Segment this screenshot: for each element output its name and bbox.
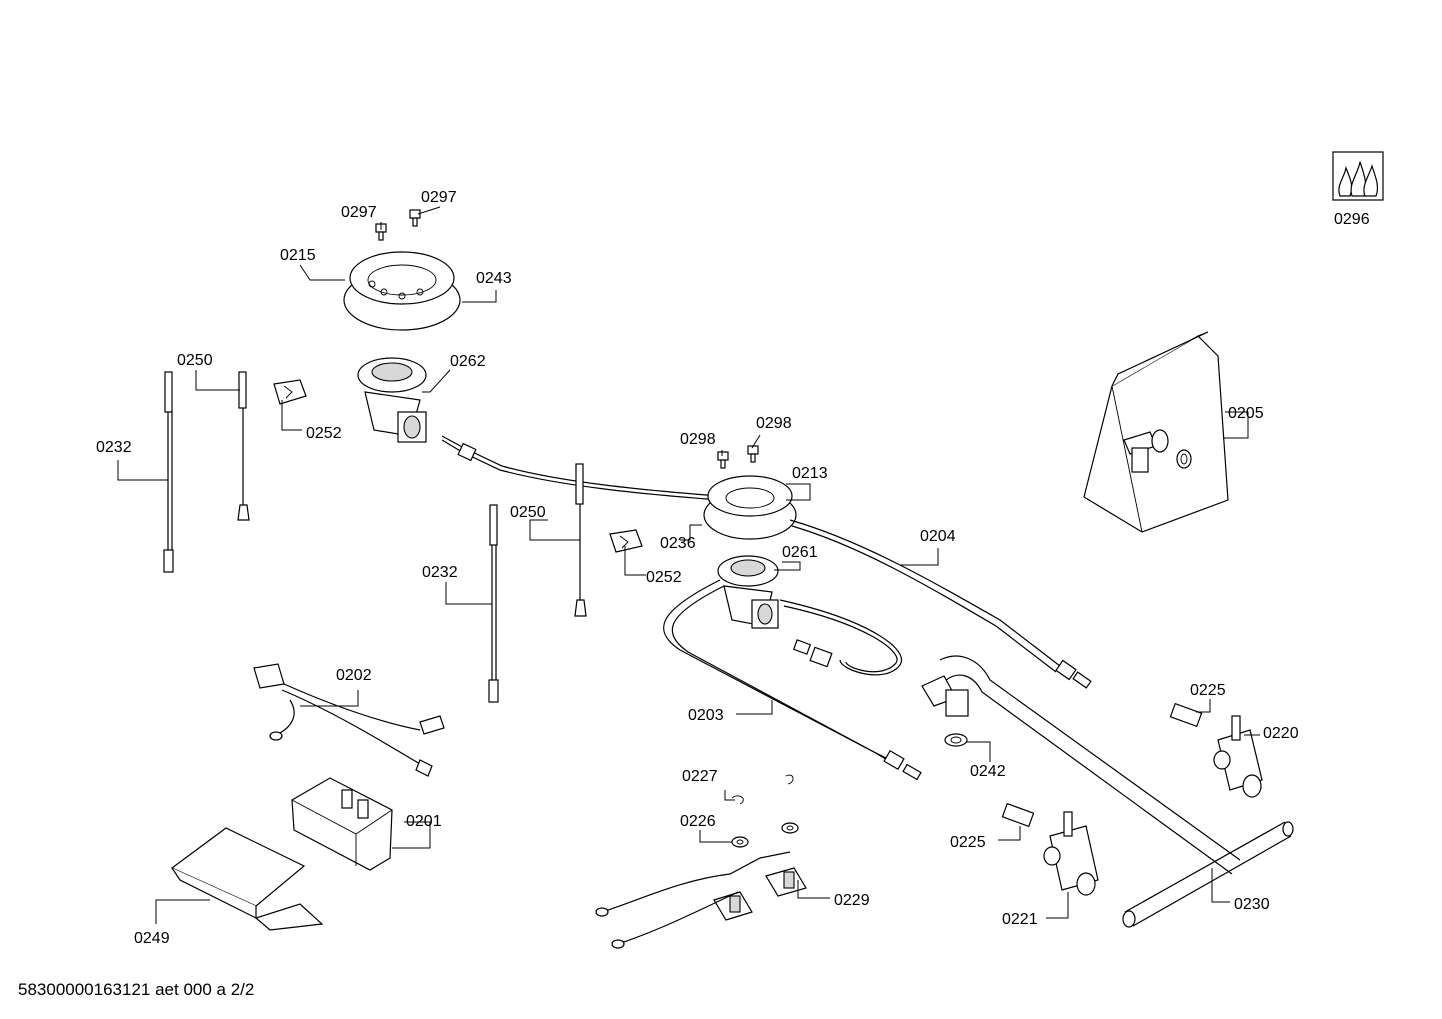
thermocouple-0232-b xyxy=(488,504,499,703)
label-0262: 0262 xyxy=(450,353,486,370)
label-0201: 0201 xyxy=(406,813,442,830)
gas-valve-0221 xyxy=(1043,811,1099,896)
label-0236: 0236 xyxy=(660,535,696,552)
nozzle-0225-a xyxy=(1169,702,1203,728)
label-0230: 0230 xyxy=(1234,896,1270,913)
nozzle-kit-box-0205 xyxy=(1083,331,1229,533)
washer-0226 xyxy=(731,822,799,848)
label-0204: 0204 xyxy=(920,528,956,545)
burner-body-0262 xyxy=(357,357,427,443)
part-labels: 0296 0297 0297 0215 0243 0250 0262 0252 … xyxy=(96,189,1370,947)
clip-0252-b xyxy=(609,529,643,553)
label-0232-b: 0232 xyxy=(422,564,458,581)
bracket-0249 xyxy=(170,827,324,931)
gas-flame-logo xyxy=(1332,151,1384,201)
electrode-0250-a xyxy=(237,371,250,521)
label-0261: 0261 xyxy=(782,544,818,561)
leader-lines xyxy=(117,206,1260,924)
label-0225-b: 0225 xyxy=(950,834,986,851)
label-0229: 0229 xyxy=(834,892,870,909)
label-0220: 0220 xyxy=(1263,725,1299,742)
clip-0252-a xyxy=(273,379,307,405)
label-0202: 0202 xyxy=(336,667,372,684)
label-0250-b: 0250 xyxy=(510,504,546,521)
clip-0227 xyxy=(731,774,794,805)
screw-0297-b xyxy=(409,209,421,227)
thermocouple-0232-a xyxy=(163,371,174,573)
label-0205: 0205 xyxy=(1228,405,1264,422)
label-0243: 0243 xyxy=(476,270,512,287)
gas-pipe-0204 xyxy=(789,519,1092,689)
label-0249: 0249 xyxy=(134,930,170,947)
electrode-0250-b xyxy=(574,463,587,617)
label-0215: 0215 xyxy=(280,247,316,264)
label-0252-a: 0252 xyxy=(306,425,342,442)
label-0203: 0203 xyxy=(688,707,724,724)
gas-pipe-0236 xyxy=(441,435,721,501)
document-id-footer: 58300000163121 aet 000 a 2/2 xyxy=(18,980,255,999)
label-0225-a: 0225 xyxy=(1190,682,1226,699)
screw-0298-a xyxy=(717,451,729,469)
screw-0298-b xyxy=(747,445,759,463)
label-0221: 0221 xyxy=(1002,911,1038,928)
label-0298-a: 0298 xyxy=(680,431,716,448)
label-0227: 0227 xyxy=(682,768,718,785)
label-0297-a: 0297 xyxy=(341,204,377,221)
label-0242: 0242 xyxy=(970,763,1006,780)
gas-valve-0220 xyxy=(1213,715,1263,798)
nozzle-holder-0242 xyxy=(944,689,969,747)
label-0298-b: 0298 xyxy=(756,415,792,432)
label-0232-a: 0232 xyxy=(96,439,132,456)
gas-pipe-0203 xyxy=(663,579,922,781)
nozzle-0225-b xyxy=(1001,802,1035,828)
burner-body-0261 xyxy=(717,555,779,629)
spark-electrode-set-0229 xyxy=(595,851,807,949)
label-0296: 0296 xyxy=(1334,211,1370,228)
label-0226: 0226 xyxy=(680,813,716,830)
burner-cap-0215 xyxy=(343,251,461,331)
burner-tube-0230 xyxy=(921,655,1294,928)
label-0250-a: 0250 xyxy=(177,352,213,369)
ignition-module-0201 xyxy=(291,777,393,871)
wiring-harness-0202 xyxy=(253,663,445,777)
label-0213: 0213 xyxy=(792,465,828,482)
label-0297-b: 0297 xyxy=(421,189,457,206)
burner-cap-0213 xyxy=(703,475,797,540)
label-0252-b: 0252 xyxy=(646,569,682,586)
